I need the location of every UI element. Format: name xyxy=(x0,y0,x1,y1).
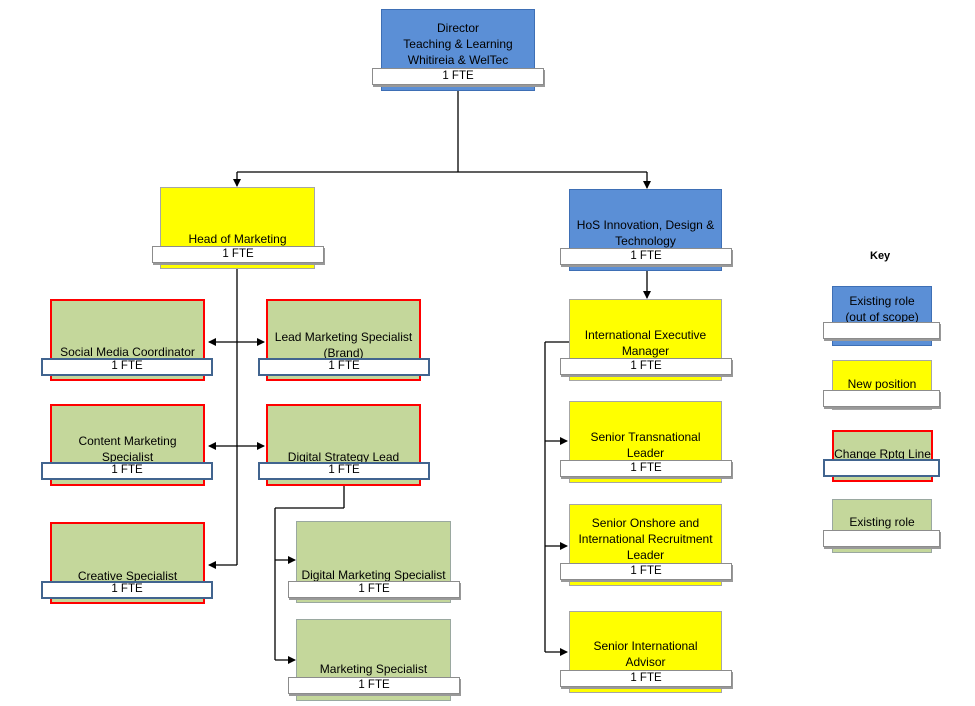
key-existing-out-of-scope-fte xyxy=(823,322,940,339)
international-executive-manager-fte: 1 FTE xyxy=(560,358,732,375)
intl-exec-title-line: International Executive xyxy=(584,328,707,342)
key-label-line: (out of scope) xyxy=(845,310,919,324)
creative-specialist-fte: 1 FTE xyxy=(41,581,213,599)
head-of-marketing-title: Head of Marketing xyxy=(188,232,287,246)
digital-marketing-specialist-title: Digital Marketing Specialist xyxy=(301,568,446,582)
international-executive-manager-title: International Executive Manager xyxy=(570,327,721,359)
key-new-position-swatch: New position xyxy=(832,360,932,410)
senior-transnational-leader-fte: 1 FTE xyxy=(560,460,732,477)
marketing-specialist-fte: 1 FTE xyxy=(288,677,460,694)
hos-title-line: Technology xyxy=(615,234,676,248)
lead-marketing-title-line: Lead Marketing Specialist xyxy=(274,330,413,344)
hos-title: HoS Innovation, Design & Technology xyxy=(570,217,721,249)
senior-onshore-recruitment-leader-fte: 1 FTE xyxy=(560,563,732,580)
senior-transnational-title-line: Senior Transnational xyxy=(590,430,701,444)
senior-onshore-recruitment-leader-title: Senior Onshore and International Recruit… xyxy=(570,515,721,563)
content-marketing-title-line: Specialist xyxy=(101,450,154,464)
lead-marketing-title-line: (Brand) xyxy=(323,346,364,360)
head-of-marketing-fte: 1 FTE xyxy=(152,246,324,263)
senior-onshore-title-line: Senior Onshore and xyxy=(591,516,700,530)
director-title-line: Teaching & Learning xyxy=(403,37,513,51)
key-new-position-fte xyxy=(823,390,940,407)
key-heading: Key xyxy=(870,250,891,262)
senior-international-advisor-title: Senior International Advisor xyxy=(570,638,721,670)
content-marketing-specialist-fte: 1 FTE xyxy=(41,462,213,480)
key-change-rptg-line-label: Change Rptg Line xyxy=(834,447,931,461)
key-existing-role-fte xyxy=(823,530,940,547)
content-marketing-specialist-title: Content Marketing Specialist xyxy=(52,433,203,465)
senior-intl-advisor-title-line: Senior International xyxy=(593,639,698,653)
key-label-line: Existing role xyxy=(849,294,915,308)
senior-transnational-title-line: Leader xyxy=(626,446,665,460)
senior-transnational-leader-title: Senior Transnational Leader xyxy=(570,429,721,461)
content-marketing-title-line: Content Marketing xyxy=(78,434,177,448)
key-existing-out-of-scope-label: Existing role (out of scope) xyxy=(833,293,931,325)
digital-marketing-specialist-fte: 1 FTE xyxy=(288,581,460,598)
hos-fte: 1 FTE xyxy=(560,248,732,265)
senior-international-advisor-fte: 1 FTE xyxy=(560,670,732,687)
lead-marketing-specialist-fte: 1 FTE xyxy=(258,358,430,376)
hos-title-line: HoS Innovation, Design & xyxy=(576,218,715,232)
key-new-position-label: New position xyxy=(847,377,917,391)
digital-strategy-lead-title: Digital Strategy Lead xyxy=(287,450,400,464)
social-media-coordinator-fte: 1 FTE xyxy=(41,358,213,376)
lead-marketing-specialist-title: Lead Marketing Specialist (Brand) xyxy=(268,329,419,361)
senior-onshore-title-line: Leader xyxy=(626,548,665,562)
director-fte: 1 FTE xyxy=(372,68,544,85)
senior-onshore-title-line: International Recruitment xyxy=(578,532,713,546)
director-title: Director Teaching & Learning Whitireia &… xyxy=(382,20,534,68)
digital-strategy-lead-fte: 1 FTE xyxy=(258,462,430,480)
social-media-coordinator-title: Social Media Coordinator xyxy=(60,345,195,359)
key-change-rptg-line-fte xyxy=(823,459,940,477)
senior-intl-advisor-title-line: Advisor xyxy=(625,655,666,669)
director-title-line: Whitireia & WelTec xyxy=(407,53,509,67)
intl-exec-title-line: Manager xyxy=(621,344,670,358)
marketing-specialist-title: Marketing Specialist xyxy=(319,662,428,676)
key-existing-role-label: Existing role xyxy=(849,515,915,529)
director-title-line: Director xyxy=(436,21,479,35)
creative-specialist-title: Creative Specialist xyxy=(77,569,178,583)
